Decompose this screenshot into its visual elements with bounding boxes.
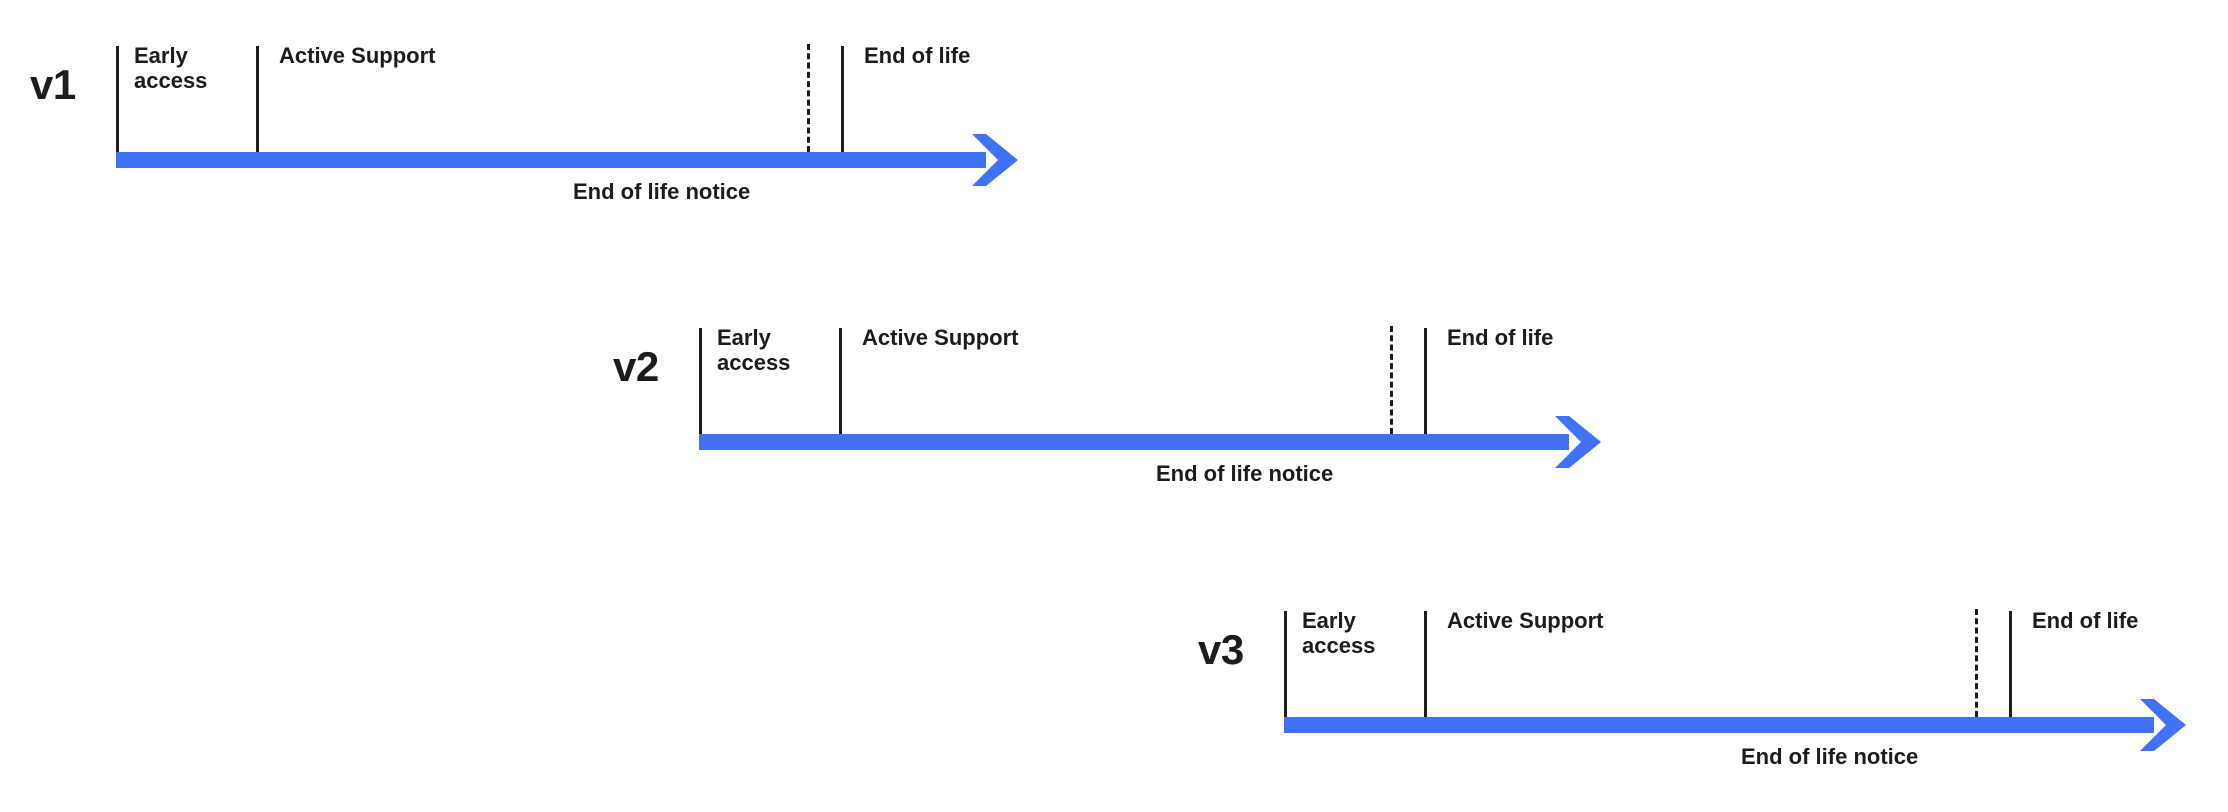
phase-label-end-of-life-v1: End of life xyxy=(864,43,971,68)
divider-notice-start-v3 xyxy=(1975,609,1978,717)
phase-label-early-access-v3: Early access xyxy=(1302,608,1376,658)
version-label-v3: v3 xyxy=(1198,626,1244,673)
divider-end-of-life-start-v1 xyxy=(841,46,844,152)
phase-label-early-access-v2: Early access xyxy=(717,325,791,375)
divider-end-of-life-start-v3 xyxy=(2009,611,2012,717)
notice-label-v2: End of life notice xyxy=(1156,461,1334,486)
phase-label-active-support-v3: Active Support xyxy=(1447,608,1604,633)
version-label-v2: v2 xyxy=(613,343,659,390)
divider-active-support-start-v1 xyxy=(256,46,259,152)
divider-early-access-start-v1 xyxy=(116,46,119,152)
divider-early-access-start-v2 xyxy=(699,328,702,434)
phase-label-active-support-v2: Active Support xyxy=(862,325,1019,350)
phase-label-active-support-v1: Active Support xyxy=(279,43,436,68)
divider-notice-start-v1 xyxy=(807,44,810,152)
divider-end-of-life-start-v2 xyxy=(1424,328,1427,434)
divider-early-access-start-v3 xyxy=(1284,611,1287,717)
divider-notice-start-v2 xyxy=(1390,326,1393,434)
phase-label-end-of-life-v3: End of life xyxy=(2032,608,2139,633)
timeline-row-v2: v2 Early access Active Support End of li… xyxy=(583,282,1683,512)
phase-label-end-of-life-v2: End of life xyxy=(1447,325,1554,350)
divider-active-support-start-v2 xyxy=(839,328,842,434)
phase-label-early-access-v1: Early access xyxy=(134,43,208,93)
notice-label-v3: End of life notice xyxy=(1741,744,1919,769)
notice-label-v1: End of life notice xyxy=(573,179,751,204)
lifecycle-track-v3 xyxy=(1284,717,2154,733)
version-label-v1: v1 xyxy=(30,61,76,108)
divider-active-support-start-v3 xyxy=(1424,611,1427,717)
lifecycle-track-v2 xyxy=(699,434,1569,450)
lifecycle-track-v1 xyxy=(116,152,986,168)
timeline-row-v1: v1 Early access Active Support End of li… xyxy=(0,0,1100,230)
timeline-row-v3: v3 Early access Active Support End of li… xyxy=(1168,565,2228,795)
